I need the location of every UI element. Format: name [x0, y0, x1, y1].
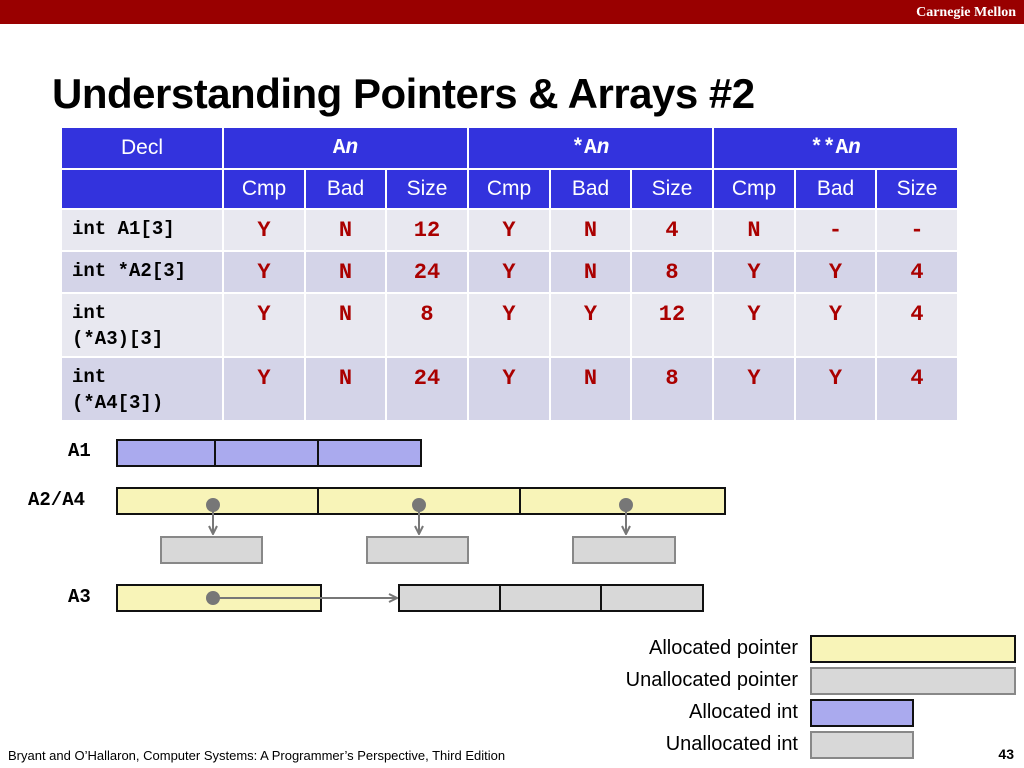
legend-allocated-pointer-swatch [810, 635, 1016, 663]
decl-cell: int *A2[3] [60, 250, 224, 294]
value-cell: Y [794, 292, 877, 358]
value-cell: Y [467, 250, 551, 294]
value-cell: 12 [630, 292, 714, 358]
value-cell: N [304, 292, 387, 358]
subheader-size: Size [385, 168, 469, 210]
legend-allocated-int-swatch [810, 699, 914, 727]
pointer-array-table: Decl An *An **An Cmp Bad Size Cmp Bad Si… [60, 126, 959, 422]
value-cell: 8 [630, 250, 714, 294]
value-cell: 4 [630, 208, 714, 252]
pointer-dot [206, 591, 220, 605]
group-header-an: An [222, 126, 469, 170]
legend-unallocated-pointer-swatch [810, 667, 1016, 695]
a3-target-array [398, 584, 704, 612]
value-cell: N [304, 250, 387, 294]
value-cell: Y [222, 292, 306, 358]
value-cell: 4 [875, 292, 959, 358]
decl-line: int [72, 366, 107, 388]
value-cell: Y [467, 208, 551, 252]
subheader-cmp: Cmp [467, 168, 551, 210]
value-cell: Y [712, 292, 796, 358]
legend-unallocated-pointer-label: Unallocated pointer [625, 669, 798, 691]
a2a4-target-box [160, 536, 263, 564]
group-header-double-star-an: **An [712, 126, 959, 170]
pointer-dot [412, 498, 426, 512]
group-header-star-an: *An [467, 126, 714, 170]
a2a4-target-box [366, 536, 469, 564]
page-number: 43 [998, 746, 1014, 762]
a2a4-target-box [572, 536, 676, 564]
a2a4-separator [317, 487, 319, 515]
value-cell: Y [467, 292, 551, 358]
legend-unallocated-int-swatch [810, 731, 914, 759]
value-cell: - [794, 208, 877, 252]
value-cell: 4 [875, 356, 959, 422]
legend-unallocated-int-label: Unallocated int [665, 733, 798, 755]
decl-header: Decl [60, 126, 224, 170]
decl-cell: int (*A4[3]) [60, 356, 224, 422]
value-cell: Y [222, 208, 306, 252]
value-cell: N [549, 250, 632, 294]
a2a4-label: A2/A4 [28, 489, 86, 511]
subheader-cmp: Cmp [222, 168, 306, 210]
value-cell: N [549, 208, 632, 252]
value-cell: N [712, 208, 796, 252]
a1-separator [214, 439, 216, 467]
pointer-dot [619, 498, 633, 512]
subheader-bad: Bad [304, 168, 387, 210]
slide-title: Understanding Pointers & Arrays #2 [52, 70, 755, 117]
a3-separator [499, 584, 501, 612]
a1-int-array [116, 439, 422, 467]
value-cell: Y [222, 250, 306, 294]
subheader-size: Size [875, 168, 959, 210]
value-cell: 24 [385, 356, 469, 422]
decl-line: int *A2[3] [72, 260, 187, 282]
a1-separator [317, 439, 319, 467]
a3-label: A3 [68, 586, 91, 608]
brand-label: Carnegie Mellon [916, 5, 1016, 20]
subheader-cmp: Cmp [712, 168, 796, 210]
value-cell: 8 [385, 292, 469, 358]
value-cell: Y [467, 356, 551, 422]
value-cell: 12 [385, 208, 469, 252]
value-cell: Y [222, 356, 306, 422]
decl-line: (*A3)[3] [72, 328, 164, 350]
decl-line: (*A4[3]) [72, 392, 164, 414]
a3-separator [600, 584, 602, 612]
a1-label: A1 [68, 440, 91, 462]
value-cell: 24 [385, 250, 469, 294]
value-cell: Y [712, 250, 796, 294]
a2a4-separator [519, 487, 521, 515]
decl-cell: int (*A3)[3] [60, 292, 224, 358]
subheader-size: Size [630, 168, 714, 210]
value-cell: N [304, 208, 387, 252]
subheader-bad: Bad [794, 168, 877, 210]
subheader-blank [60, 168, 224, 210]
value-cell: - [875, 208, 959, 252]
value-cell: 4 [875, 250, 959, 294]
footer-credit: Bryant and O’Hallaron, Computer Systems:… [8, 748, 506, 763]
value-cell: Y [549, 292, 632, 358]
value-cell: Y [794, 356, 877, 422]
decl-line: int [72, 302, 107, 324]
decl-cell: int A1[3] [60, 208, 224, 252]
value-cell: Y [712, 356, 796, 422]
subheader-bad: Bad [549, 168, 632, 210]
legend-allocated-pointer-label: Allocated pointer [649, 637, 798, 659]
legend-allocated-int-label: Allocated int [689, 701, 798, 723]
value-cell: N [549, 356, 632, 422]
value-cell: Y [794, 250, 877, 294]
value-cell: N [304, 356, 387, 422]
decl-line: int A1[3] [72, 218, 175, 240]
pointer-dot [206, 498, 220, 512]
top-brand-bar: Carnegie Mellon [0, 0, 1024, 24]
value-cell: 8 [630, 356, 714, 422]
